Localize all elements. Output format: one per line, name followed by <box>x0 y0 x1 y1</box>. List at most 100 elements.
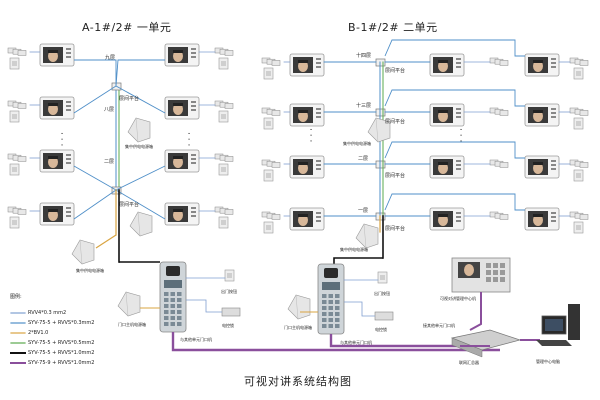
unit-b-mid-power-2 <box>489 159 509 168</box>
unit-b-central-power-upper-edge <box>375 117 379 143</box>
unit-a-branch-1r <box>115 189 166 220</box>
main-door-power-label-b: 门口主机电源箱 <box>284 325 312 330</box>
diagram-title: 可视对讲系统结构图 <box>244 375 352 388</box>
unit-a-branch-2l <box>73 165 117 191</box>
unit-b-left-power-3 <box>261 211 281 220</box>
unit-a-left-power-3 <box>7 206 27 215</box>
door-button-label-a: 出门按钮 <box>221 289 237 294</box>
unit-b-door-station-key <box>328 294 333 298</box>
door-button-label-b: 出门按钮 <box>374 291 390 296</box>
manager-unit-key <box>493 263 498 268</box>
unit-a-right-monitor-1 <box>164 96 200 120</box>
unit-b-door-power <box>287 294 311 320</box>
unit-a-door-station-key <box>164 298 169 302</box>
unit-a-ellipsis-right: · · · <box>183 132 193 147</box>
unit-b-right-switch-3-face <box>576 225 581 230</box>
pc-screen <box>545 319 563 331</box>
unit-b-heading: B-1#/2# 二单元 <box>348 21 438 34</box>
unit-a-door-station-camera <box>166 266 180 276</box>
unit-b-mid-monitor-3 <box>429 207 465 231</box>
unit-b-floor-label-13: 十三层 <box>356 103 372 109</box>
unit-b-right-switch-2-face <box>576 173 581 178</box>
unit-a-network-trunk <box>171 332 500 352</box>
manager-unit-key <box>493 270 498 275</box>
electric-lock-label-b: 电控锁 <box>375 327 387 332</box>
unit-a-power-to-psu <box>95 234 117 249</box>
unit-a-exit-button-face <box>227 273 232 278</box>
unit-b-mid-power-1 <box>489 107 509 116</box>
unit-a-door-station-key <box>170 310 175 314</box>
unit-a-right-monitor-0 <box>164 43 200 67</box>
unit-a-left-switch-2-face <box>12 167 17 172</box>
unit-b-door-station-key <box>335 300 340 304</box>
unit-b-central-power-lower-edge <box>363 223 367 249</box>
unit-a-door-station-key <box>170 322 175 326</box>
unit-b-door-station-key <box>335 306 340 310</box>
unit-a-left-power-1 <box>7 100 27 109</box>
unit-b-right-monitor-3 <box>524 207 560 231</box>
unit-b-mid-monitor-2 <box>429 155 465 179</box>
unit-a-floor-label-2: 二层 <box>104 159 115 165</box>
unit-b-left-monitor-3 <box>289 207 325 231</box>
unit-a-lock-wire <box>186 299 222 313</box>
unit-b-right-power-1 <box>569 107 589 116</box>
unit-b-right-monitor-2 <box>524 155 560 179</box>
unit-a-platform-label-1: 层间平台 <box>119 96 140 102</box>
unit-a-door-station-key <box>177 304 182 308</box>
unit-a-door-station-key <box>164 316 169 320</box>
unit-a-door-station-key <box>164 310 169 314</box>
unit-b-ellipsis-right: · · · <box>455 128 465 143</box>
unit-b-mid-monitor-0 <box>429 53 465 77</box>
unit-b-right-power-3 <box>569 211 589 220</box>
unit-b-floor-label-2: 二层 <box>358 156 369 162</box>
other-units-link-label: 接其他单元门口机 <box>423 323 455 328</box>
manager-to-hub <box>469 292 482 331</box>
electric-lock-label-a: 电控锁 <box>222 323 234 328</box>
unit-b-branch-right-3 <box>384 193 525 211</box>
unit-b-door-station-key <box>335 324 340 328</box>
unit-a-door-station-key <box>177 310 182 314</box>
legend-item-2: SYV-75-5 + RVVS*0.3mm2 <box>28 320 95 326</box>
unit-a-right-switch-2-face <box>221 167 226 172</box>
unit-a-platform-label-2: 层间平台 <box>119 202 140 208</box>
unit-b-door-station-key <box>322 318 327 322</box>
unit-a-branch-2r <box>115 165 166 191</box>
unit-b-mid-power-3 <box>489 211 509 220</box>
unit-b-right-switch-1-face <box>576 121 581 126</box>
unit-b-platform-label-1: 层间平台 <box>385 68 406 74</box>
unit-b-door-station-key <box>322 300 327 304</box>
unit-b-left-power-2 <box>261 159 281 168</box>
unit-a-right-monitor-2 <box>164 149 200 173</box>
unit-a-left-monitor-1 <box>39 96 75 120</box>
unit-a-door-station-key <box>164 304 169 308</box>
unit-b-platform-label-3: 层间平台 <box>385 173 406 179</box>
unit-b-network-trunk <box>329 334 460 348</box>
unit-b-door-station-key <box>335 312 340 316</box>
other-door-unit-label-b: 与其他单元门口机 <box>340 340 372 345</box>
central-power-label-b: 集中供电电源箱 <box>343 141 371 146</box>
manager-unit-key <box>500 270 505 275</box>
unit-a-right-monitor-3 <box>164 202 200 226</box>
unit-a-branch-8r <box>115 85 166 114</box>
unit-b-main-to-door <box>333 257 383 264</box>
unit-b-door-station-key <box>322 312 327 316</box>
legend-title: 图例: <box>10 294 22 300</box>
unit-b-platform-label-4: 层间平台 <box>385 226 406 232</box>
unit-a-left-monitor-3 <box>39 202 75 226</box>
unit-b-branch-right-2 <box>384 141 525 159</box>
unit-a-central-power-mid <box>129 211 153 237</box>
unit-b-left-switch-0-face <box>266 71 271 76</box>
unit-b-door-station-key <box>328 306 333 310</box>
unit-a-branch-9r <box>115 59 165 87</box>
central-power-label-a: 集中供电电源箱 <box>125 144 153 149</box>
unit-a-electric-lock <box>221 307 241 317</box>
pc-keyboard <box>536 340 572 346</box>
unit-b-door-station-display <box>322 282 340 290</box>
unit-b-left-switch-1-face <box>266 121 271 126</box>
unit-b-central-power-upper <box>367 117 391 143</box>
unit-b-left-switch-3-face <box>266 225 271 230</box>
manager-unit-key <box>493 277 498 282</box>
central-power-label-b2: 集中供电电源箱 <box>340 247 368 252</box>
unit-b-door-station-key <box>322 294 327 298</box>
